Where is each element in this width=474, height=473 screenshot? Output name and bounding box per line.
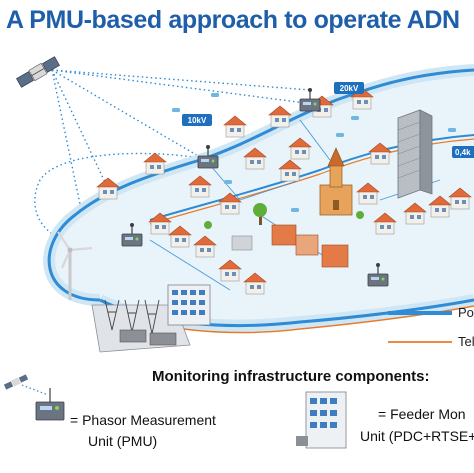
office-tower-icon (397, 109, 433, 199)
diagram-title: A PMU-based approach to operate ADN (6, 6, 460, 34)
voltage-label-20kv: 20kV (340, 84, 359, 93)
components-heading: Monitoring infrastructure components: (152, 368, 430, 385)
satellite-small-icon (3, 374, 29, 390)
church-icon (319, 147, 353, 216)
legend-telecom-label: Tel (458, 334, 474, 349)
satellite-small-link (21, 384, 49, 396)
legend-power-label: Po (458, 305, 474, 320)
tree-icon (204, 203, 364, 229)
pmu-description-line1: = Phasor Measurement (70, 412, 216, 428)
feeder-description-line2: Unit (PDC+RTSE+c (360, 428, 474, 444)
voltage-badge-04kv: 0,4k (452, 146, 474, 158)
pmu-description-line2: Unit (PMU) (88, 433, 158, 449)
voltage-label-10kv: 10kV (188, 116, 207, 125)
feeder-monitor-icon (296, 391, 347, 449)
apartment-blocks (231, 224, 349, 268)
voltage-badge-10kv: 10kV (182, 114, 212, 126)
satellite-icon (16, 56, 60, 88)
substation-icon (91, 299, 191, 353)
satellite-links (34, 69, 474, 301)
feeder-monitor-building (167, 284, 211, 326)
voltage-badge-20kv: 20kV (334, 82, 364, 94)
wind-turbine-icon (57, 231, 93, 300)
feeder-description-line1: = Feeder Mon (378, 406, 466, 422)
pmu-legend-icon (35, 388, 65, 421)
voltage-label-04kv: 0,4k (455, 148, 471, 157)
grid-area (49, 70, 474, 326)
